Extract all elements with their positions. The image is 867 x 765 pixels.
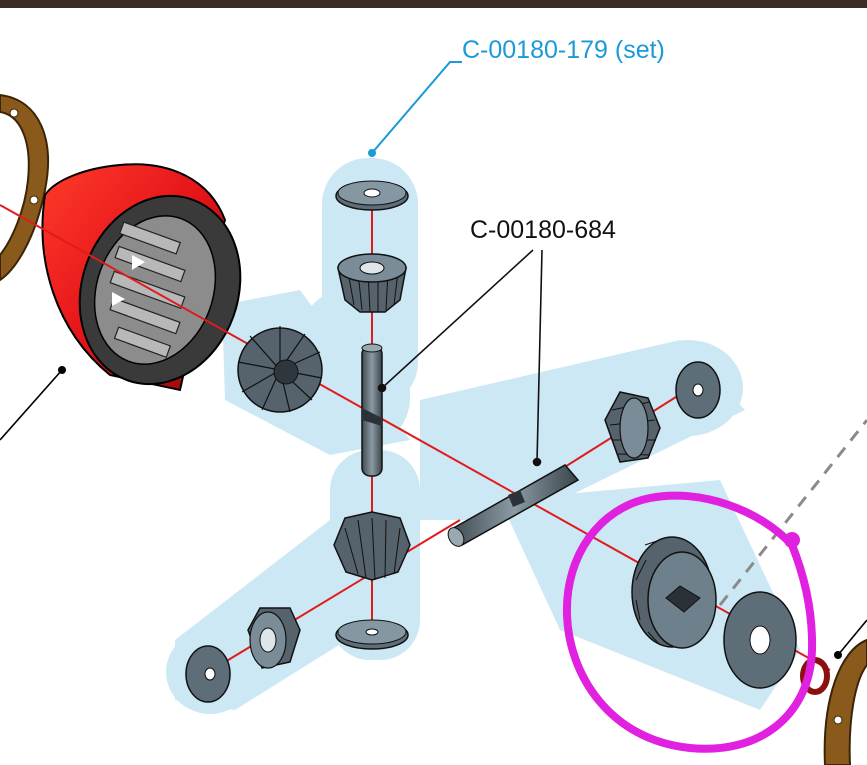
top-bar <box>0 0 867 8</box>
diff-housing <box>41 163 242 392</box>
bevel-gear-lower-left <box>247 607 301 669</box>
callout-shaft-leaders <box>377 249 543 467</box>
housing-leader <box>0 366 66 441</box>
shaft-part-label: C-00180-684 <box>470 216 616 244</box>
output-gear <box>631 536 717 649</box>
washer-right-large <box>723 591 797 689</box>
set-part-label: C-00180-179 (set) <box>462 36 665 64</box>
highlight-annotation <box>562 491 817 753</box>
bevel-gear-right <box>604 391 661 463</box>
bevel-gear-top <box>337 253 407 313</box>
left-gasket <box>0 93 49 282</box>
bevel-gear-bottom <box>333 511 411 581</box>
dashed-guide <box>718 419 867 606</box>
callout-set-leader <box>368 61 462 157</box>
washer-top <box>335 180 409 211</box>
washer-bottom <box>335 619 409 650</box>
cross-pin-horizontal <box>447 464 580 547</box>
cross-pin-vertical <box>361 343 383 477</box>
bevel-gear-left <box>237 326 323 413</box>
washer-lower-left <box>185 645 231 703</box>
washer-right-upper <box>675 361 721 419</box>
right-gasket <box>823 619 867 765</box>
